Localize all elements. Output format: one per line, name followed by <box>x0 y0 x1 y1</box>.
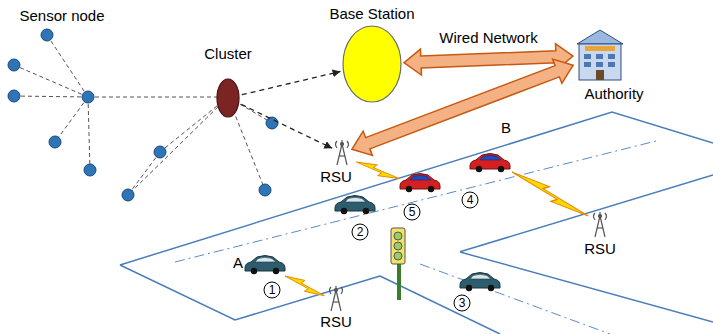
callout-circle <box>264 282 280 298</box>
antenna-icon <box>336 140 349 165</box>
authority-building-outline <box>575 28 625 82</box>
callout-circle <box>454 295 470 311</box>
callout-circle <box>462 192 478 208</box>
node-label: RSU <box>320 313 352 330</box>
antenna-icon <box>330 286 343 311</box>
rsu-antenna-outline <box>328 286 344 312</box>
callout-circle <box>352 224 368 240</box>
cluster-head: Cluster <box>216 78 240 118</box>
rsu-antenna: RSU <box>328 286 344 312</box>
node-label: Cluster <box>204 45 252 62</box>
sensor-links <box>14 35 272 195</box>
wireless-arrow <box>241 104 332 148</box>
annotation: Sensor node <box>19 7 104 24</box>
antenna-icon <box>594 212 607 237</box>
rsu-antenna-outline <box>334 140 350 166</box>
base-station: Base Station <box>342 25 402 103</box>
cluster-head-outline <box>216 78 240 118</box>
cluster-head-shape <box>217 79 239 117</box>
wireless-link <box>283 157 591 300</box>
vehicle <box>245 154 510 292</box>
callout-number: 1 <box>269 284 276 297</box>
building-icon <box>577 30 623 80</box>
sensor-node <box>8 29 278 201</box>
callout-number: 3 <box>459 297 466 310</box>
node-label: Authority <box>584 85 643 102</box>
wireless-arrow <box>242 71 341 94</box>
rsu-antenna: RSU <box>334 140 350 166</box>
edge-label: Wired Network <box>437 29 539 46</box>
callout-number: 5 <box>409 206 416 219</box>
callout-number: 4 <box>467 194 474 207</box>
callout-circle <box>404 204 420 220</box>
rsu-antenna-outline <box>592 212 608 238</box>
road <box>120 112 713 334</box>
authority-building: Authority <box>575 28 625 82</box>
rsu-antenna: RSU <box>592 212 608 238</box>
point-label: A <box>233 254 243 271</box>
callout-number: 2 <box>357 226 364 239</box>
node-label: RSU <box>584 240 616 257</box>
node-label: Base Station <box>329 5 414 22</box>
node-label: RSU <box>320 168 352 185</box>
base-station-shape <box>343 26 401 102</box>
base-station-outline <box>342 25 402 103</box>
point-label: B <box>501 119 511 136</box>
traffic-light <box>391 228 405 300</box>
lane-divider <box>175 140 660 334</box>
